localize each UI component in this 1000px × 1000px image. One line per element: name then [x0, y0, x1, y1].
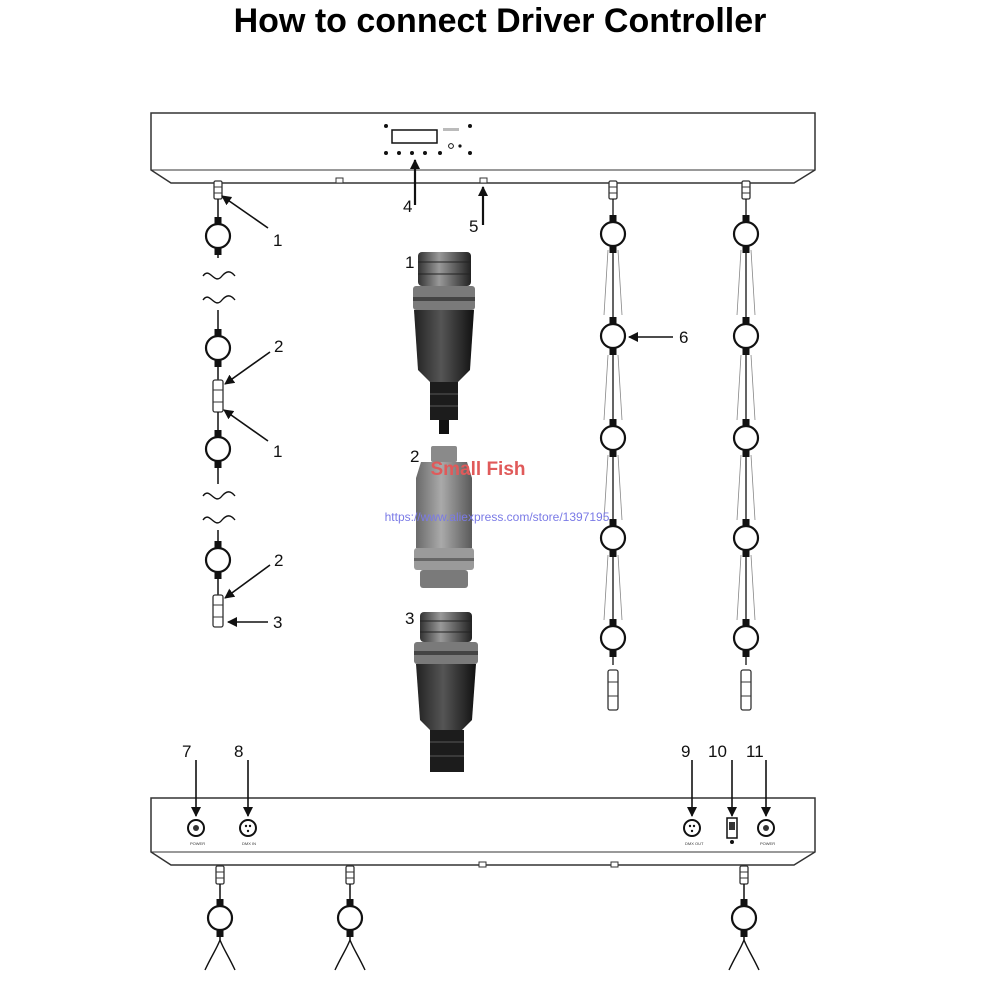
pixel-bulb: [732, 417, 760, 459]
port-7: POWER: [187, 819, 205, 846]
bottom-controller-box: POWER DMX IN DMX OUT POWER: [150, 797, 816, 868]
panel-button: [384, 151, 388, 155]
callout-1: 1: [273, 231, 282, 250]
pixel-bulb: [599, 213, 627, 255]
panel-button: [410, 151, 414, 155]
diagram-title: How to connect Driver Controller: [233, 2, 767, 40]
end-terminator: [607, 669, 619, 711]
output-plug: [213, 180, 223, 200]
pixel-bulb: [599, 417, 627, 459]
pixel-bulb: [204, 327, 232, 369]
right-pixel-chain-a: [599, 199, 627, 711]
callout-6: 6: [679, 328, 688, 347]
panel-button: [438, 151, 442, 155]
pixel-bulb: [732, 315, 760, 357]
pixel-bulb: [599, 315, 627, 357]
callout-1: 1: [273, 442, 282, 461]
lcd-display: [391, 129, 438, 144]
port-10-fuse: [726, 817, 738, 844]
port-8: DMX IN: [239, 819, 257, 846]
connector-label-1: 1: [405, 253, 414, 272]
callout-2: 2: [274, 337, 283, 356]
pixel-bulb: [204, 539, 232, 581]
bottom-output-chains: [204, 865, 760, 971]
pixel-bulb: [599, 617, 627, 659]
port-11: POWER: [757, 819, 775, 846]
connector-label-2: 2: [410, 447, 419, 466]
end-terminator: [212, 594, 224, 628]
callout-4: 4: [403, 197, 412, 216]
left-pixel-chain: [202, 199, 236, 628]
svg-text:POWER: POWER: [760, 841, 775, 846]
connector-female: 3: [405, 609, 478, 772]
top-controller-box: [150, 112, 816, 184]
watermark-name: Small Fish: [430, 459, 525, 480]
port-9: DMX OUT: [683, 819, 704, 846]
right-pixel-chain-b: [732, 199, 760, 711]
output-plug: [741, 180, 751, 200]
pixel-bulb: [206, 897, 234, 939]
pixel-bulb: [732, 617, 760, 659]
inline-coupler: [212, 379, 224, 413]
callouts-top: 1 2 1 2 3 4 5 6: [221, 159, 688, 632]
watermark: Small Fish https://www.aliexpress.com/st…: [385, 459, 610, 524]
svg-text:POWER: POWER: [190, 841, 205, 846]
output-plug: [345, 865, 355, 885]
callout-3: 3: [273, 613, 282, 632]
pixel-bulb: [599, 517, 627, 559]
pixel-bulb: [732, 213, 760, 255]
callout-2: 2: [274, 551, 283, 570]
output-plug: [739, 865, 749, 885]
pixel-bulb: [336, 897, 364, 939]
connector-male: 1: [405, 252, 475, 434]
callout-10: 10: [708, 742, 727, 761]
output-plug: [215, 865, 225, 885]
callout-9: 9: [681, 742, 690, 761]
svg-text:DMX OUT: DMX OUT: [685, 841, 704, 846]
callouts-bottom: 7 8 9 10 11: [182, 742, 771, 817]
pixel-bulb: [732, 517, 760, 559]
pixel-bulb: [204, 215, 232, 257]
panel-button: [397, 151, 401, 155]
panel-button: [423, 151, 427, 155]
pixel-bulb: [204, 428, 232, 470]
callout-11: 11: [746, 742, 764, 761]
callout-7: 7: [182, 742, 191, 761]
end-terminator: [740, 669, 752, 711]
pixel-bulb: [730, 897, 758, 939]
connector-coupler: 2: [410, 446, 474, 588]
output-plug: [608, 180, 618, 200]
connector-label-3: 3: [405, 609, 414, 628]
svg-text:DMX IN: DMX IN: [242, 841, 256, 846]
callout-5: 5: [469, 217, 478, 236]
callout-8: 8: [234, 742, 243, 761]
watermark-url: https://www.aliexpress.com/store/1397195: [385, 510, 610, 524]
